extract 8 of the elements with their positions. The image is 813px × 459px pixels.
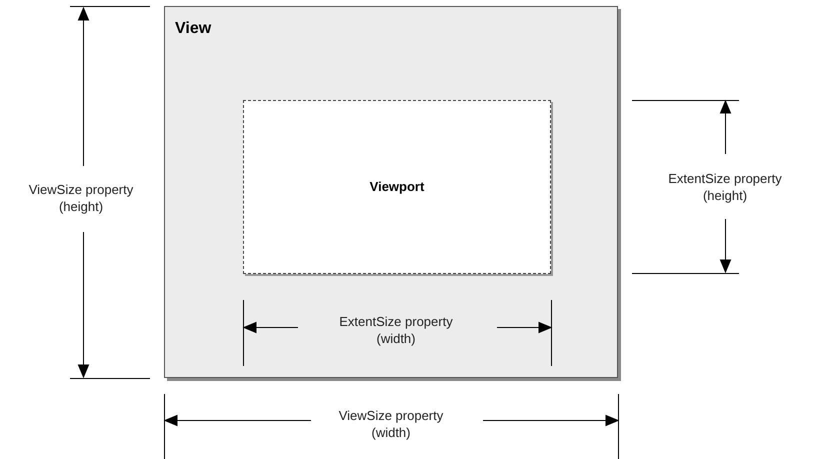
view-title: View: [175, 19, 212, 39]
dimension-label: ViewSize property (width): [338, 407, 444, 441]
dimension-label: ExtentSize property (width): [338, 313, 454, 347]
view-box: [164, 6, 618, 378]
dimension-label: ViewSize property (height): [28, 181, 134, 215]
dimension-label: ExtentSize property (height): [667, 170, 783, 204]
viewport-box: [243, 100, 551, 274]
viewport-label: Viewport: [370, 178, 424, 196]
